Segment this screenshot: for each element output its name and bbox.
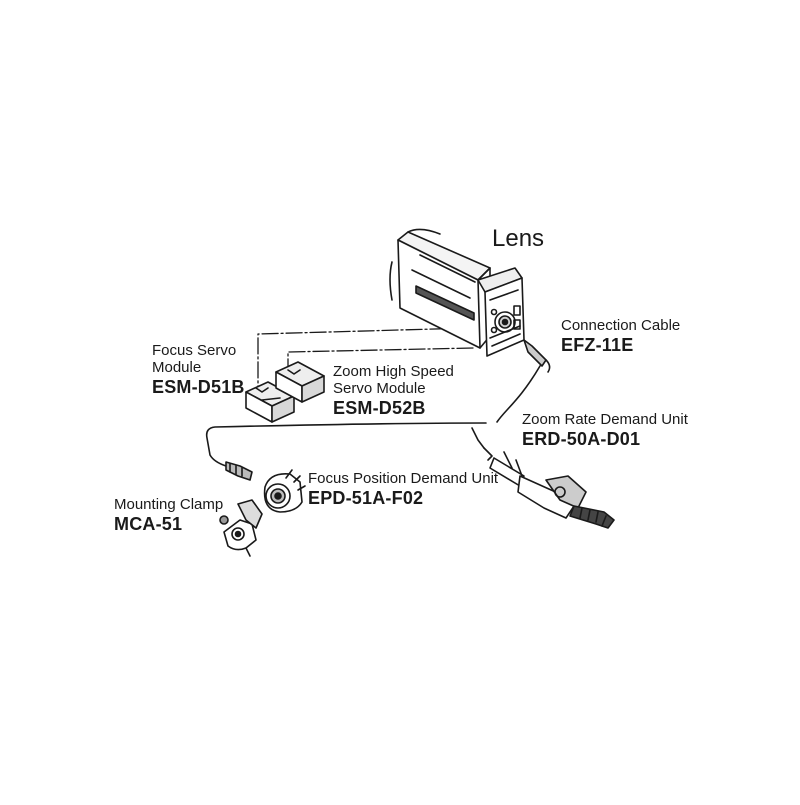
zoom-servo-name-line2: Servo Module (333, 379, 426, 397)
mounting-clamp-code: MCA-51 (114, 513, 183, 534)
focus-cable-plug (225, 461, 253, 481)
focus-position-code: EPD-51A-F02 (308, 487, 424, 508)
lens-label: Lens (492, 225, 545, 252)
mounting-clamp-illustration (219, 499, 263, 557)
focus-servo-label: Focus Servo Module ESM-D51B (152, 342, 245, 397)
zoom-servo-illustration (275, 361, 325, 403)
mounting-clamp-label: Mounting Clamp MCA-51 (114, 496, 224, 534)
zoom-rate-illustration (483, 447, 615, 529)
focus-position-name: Focus Position Demand Unit (308, 470, 499, 487)
focus-servo-name-line1: Focus Servo (152, 342, 237, 359)
servo-cable-dash (257, 327, 474, 389)
focus-servo-illustration (245, 381, 295, 423)
focus-servo-code: ESM-D51B (152, 376, 245, 397)
connection-cable-label: Connection Cable EFZ-11E (561, 317, 681, 355)
zoom-servo-code: ESM-D52B (333, 397, 426, 418)
connection-cable (205, 339, 551, 467)
connection-cable-name: Connection Cable (561, 317, 681, 334)
zoom-servo-name-line1: Zoom High Speed (333, 363, 454, 380)
focus-position-label: Focus Position Demand Unit EPD-51A-F02 (308, 470, 499, 508)
lens-illustration (389, 228, 525, 357)
connection-cable-code: EFZ-11E (561, 334, 634, 355)
zoom-rate-name: Zoom Rate Demand Unit (522, 411, 688, 428)
focus-demand-illustration (263, 469, 306, 513)
focus-servo-name-line2: Module (152, 358, 202, 376)
zoom-rate-code: ERD-50A-D01 (522, 428, 641, 449)
mounting-clamp-name: Mounting Clamp (114, 496, 224, 513)
zoom-servo-label: Zoom High Speed Servo Module ESM-D52B (333, 363, 454, 418)
zoom-rate-label: Zoom Rate Demand Unit ERD-50A-D01 (522, 411, 688, 449)
